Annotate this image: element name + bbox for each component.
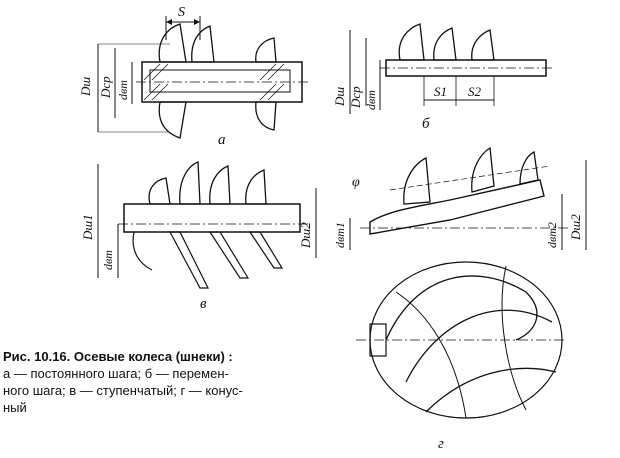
dim-label-v-2: Dш2 <box>298 222 313 249</box>
dim-label-b-0: Dш <box>332 87 347 107</box>
figure-b: Dш Dср dвт S1 S2 б <box>330 10 560 138</box>
pitch-label-a: S <box>178 5 185 20</box>
pitch1-label-b: S1 <box>434 84 447 99</box>
dim-label-g-1: dвт2 <box>545 222 559 248</box>
figure-v: Dш1 dвт Dш2 в <box>60 152 330 320</box>
caption-line-3: ный <box>3 400 27 415</box>
dim-label-a-2: dвт <box>116 80 130 100</box>
caption-line-2: ного шага; в — ступенчатый; г — конус- <box>3 383 243 398</box>
subfigure-label-g: г <box>438 436 444 452</box>
subfigure-label-a: а <box>218 132 226 148</box>
dim-label-g-0: dвт1 <box>333 222 347 248</box>
dim-label-v-0: Dш1 <box>80 214 95 241</box>
subfigure-label-b: б <box>422 116 430 132</box>
figure-g: г <box>356 252 576 452</box>
dim-label-v-1: dвт <box>101 250 115 270</box>
dim-label-a-1: Dср <box>98 76 113 99</box>
caption-title: Рис. 10.16. Осевые колеса (шнеки) : <box>3 349 233 364</box>
figure-a: S Dш Dср dвт а <box>60 0 310 152</box>
figure-caption: Рис. 10.16. Осевые колеса (шнеки) : а — … <box>3 348 351 416</box>
caption-line-1: а — постоянного шага; б — перемен- <box>3 366 229 381</box>
subfigure-label-v: в <box>200 296 207 312</box>
dim-label-a-0: Dш <box>78 77 93 97</box>
dim-label-b-2: dвт <box>364 90 378 110</box>
angle-label-g: φ <box>352 175 360 190</box>
pitch2-label-b: S2 <box>468 84 482 99</box>
dim-label-g-2: Dш2 <box>568 214 583 241</box>
dim-label-b-1: Dср <box>348 86 363 109</box>
figure-g-section: φ dвт1 dвт2 Dш2 <box>330 140 610 252</box>
